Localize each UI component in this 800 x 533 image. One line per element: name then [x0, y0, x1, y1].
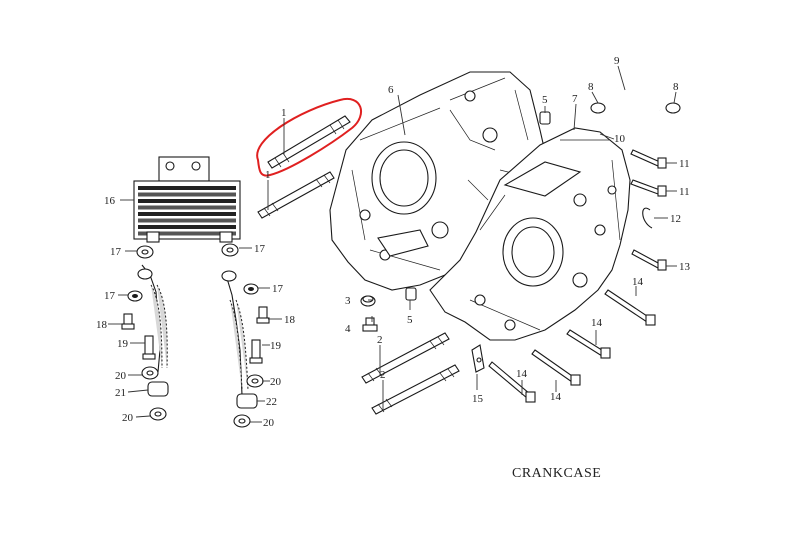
cooler-fin — [138, 199, 236, 203]
label-6: 6 — [388, 84, 394, 96]
label-11-upper: 11 — [679, 158, 690, 170]
oil-cooler[interactable] — [133, 156, 241, 243]
oil-hose-left[interactable] — [141, 264, 168, 373]
cooler-fin — [138, 186, 236, 190]
cooler-fin — [138, 225, 236, 229]
cooler-fin — [138, 205, 236, 210]
label-17-a: 17 — [110, 246, 122, 258]
breather-hose[interactable] — [603, 84, 661, 111]
label-13: 13 — [679, 261, 691, 273]
leader-lines — [108, 65, 677, 423]
label-2-upper: 2 — [377, 334, 383, 346]
washers-bolts-cooler — [121, 243, 270, 428]
cooler-fin — [138, 218, 236, 223]
label-3: 3 — [345, 295, 351, 307]
cooler-fin — [138, 192, 236, 197]
part-4-bolt[interactable] — [362, 317, 378, 332]
label-1-lower: 1 — [265, 169, 271, 181]
label-14-d: 14 — [516, 368, 528, 380]
label-14-c: 14 — [550, 391, 562, 403]
part-15-bracket[interactable] — [471, 344, 485, 373]
label-19-right: 19 — [270, 340, 282, 352]
diagram-caption: CRANKCASE — [512, 466, 601, 481]
label-8-right: 8 — [673, 81, 679, 93]
bolts-right-side[interactable] — [488, 149, 667, 403]
stud-part-1-lower[interactable] — [257, 171, 335, 219]
stud-part-2-upper[interactable] — [361, 332, 450, 384]
label-18-left: 18 — [96, 319, 108, 331]
label-5-lower: 5 — [407, 314, 413, 326]
dowel-pin-upper[interactable] — [539, 111, 551, 125]
label-17-d: 17 — [272, 283, 284, 295]
hose-clamp-right[interactable] — [665, 102, 681, 114]
label-10: 10 — [614, 133, 626, 145]
label-9: 9 — [614, 55, 620, 67]
label-2-lower: 2 — [380, 369, 386, 381]
label-4: 4 — [345, 323, 351, 335]
label-5-upper: 5 — [542, 94, 548, 106]
label-14-a: 14 — [632, 276, 644, 288]
part-3-plug[interactable] — [360, 295, 376, 307]
label-18-right: 18 — [284, 314, 296, 326]
label-14-b: 14 — [591, 317, 603, 329]
highlight-circle — [256, 97, 362, 177]
label-17-b: 17 — [254, 243, 266, 255]
hose-clamp-left[interactable] — [590, 102, 606, 114]
label-20-b: 20 — [270, 376, 282, 388]
cooler-fin — [138, 231, 236, 236]
label-17-c: 17 — [104, 290, 116, 302]
oil-hose-right[interactable] — [225, 274, 249, 396]
label-16: 16 — [104, 195, 116, 207]
label-20-c: 20 — [122, 412, 134, 424]
crankcase-right-half[interactable] — [429, 127, 631, 341]
label-7: 7 — [572, 93, 578, 105]
label-20-a: 20 — [115, 370, 127, 382]
part-number-labels: 1 1 2 2 3 4 5 5 6 7 8 8 9 10 11 11 12 13… — [96, 55, 691, 429]
stud-part-2-lower[interactable] — [371, 364, 460, 415]
label-8-left: 8 — [588, 81, 594, 93]
dowel-pin-lower[interactable] — [405, 287, 417, 301]
label-21: 21 — [115, 387, 126, 399]
stud-part-1-upper[interactable] — [267, 115, 351, 169]
label-12: 12 — [670, 213, 681, 225]
label-22: 22 — [266, 396, 277, 408]
label-20-d: 20 — [263, 417, 275, 429]
label-15: 15 — [472, 393, 484, 405]
part-12-clip[interactable] — [642, 207, 653, 229]
label-11-lower: 11 — [679, 186, 690, 198]
label-19-left: 19 — [117, 338, 129, 350]
cooler-fin — [138, 212, 236, 216]
label-1-upper: 1 — [281, 107, 287, 119]
